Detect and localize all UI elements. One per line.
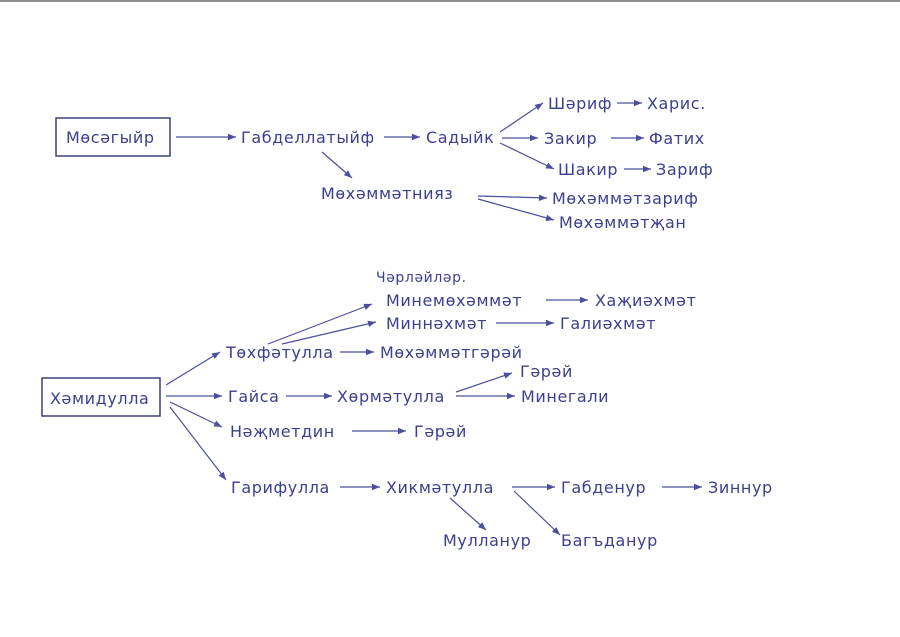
arrowhead-nazhmetdin-garay2 — [398, 427, 406, 435]
node-tohfatulla: Төхфәтулла — [225, 343, 334, 362]
arrowhead-mohammatniyaz-mohammatzarif — [538, 194, 547, 201]
arrowhead-sadyyk-shakir — [545, 162, 554, 169]
node-mohammatgaray: Мөхәммәтгәрәй — [380, 343, 523, 362]
arrowhead-tohfatulla-minnahmat — [367, 320, 376, 327]
node-zakir: Закир — [544, 129, 597, 148]
edge-hikmatulla-bagdanur — [513, 490, 561, 536]
edge-mohammatniyaz-mohammatzhan — [477, 198, 555, 221]
edge-hikmatulla-mullanur — [449, 497, 487, 531]
root-box-mosagyyr — [55, 117, 171, 157]
edge-hormatulla-garay1 — [455, 372, 513, 393]
arrowhead-sharif-haris — [634, 99, 642, 107]
edge-mohammatniyaz-mohammatzarif — [477, 195, 548, 199]
arrowhead-tohfatulla-minemohammat — [363, 303, 372, 310]
edge-hamidulla-garifulla — [169, 406, 227, 481]
node-minnahmat: Миннәхмәт — [386, 314, 487, 333]
node-garay1: Гәрәй — [520, 362, 573, 381]
node-mohammatzarif: Мөхәммәтзариф — [552, 189, 699, 208]
node-nazhmetdin: Нәҗметдин — [230, 422, 335, 441]
arrowhead-hikmatulla-gabdenur — [547, 483, 555, 491]
arrowhead-sadyyk-zakir — [530, 134, 538, 142]
arrowhead-gabdellatyyf-sadyyk — [412, 133, 420, 141]
node-gabdenur: Габденур — [561, 478, 646, 497]
arrowhead-hormatulla-garay1 — [503, 372, 512, 379]
node-zarif: Зариф — [656, 160, 713, 179]
edge-hamidulla-nazhmetdin — [169, 401, 223, 428]
arrowhead-shakir-zarif — [643, 165, 651, 173]
arrowhead-tohfatulla-mohammatgaray — [366, 348, 374, 356]
node-mohammatzhan: Мөхәммәтҗан — [559, 213, 687, 232]
arrowhead-hikmatulla-mullanur — [477, 522, 486, 530]
node-sharif: Шәриф — [548, 94, 612, 113]
arrowhead-hamidulla-garifulla — [218, 471, 226, 480]
arrowhead-gabdenur-zinnur — [694, 483, 702, 491]
arrowhead-hikmatulla-bagdanur — [552, 527, 560, 535]
node-minemohammat: Минемөхәммәт — [386, 291, 522, 310]
node-minegali: Минегали — [521, 387, 609, 406]
arrowhead-mosagyyr-gabdellatyyf — [228, 133, 236, 141]
edge-sadyyk-shakir — [499, 142, 555, 170]
root-box-hamidulla — [41, 377, 161, 417]
node-hormatulla: Хөрмәтулла — [337, 387, 445, 406]
node-shakir: Шакир — [558, 160, 618, 179]
node-gabdellatyyf: Габделлатыйф — [241, 128, 375, 147]
arrowhead-hamidulla-tohfatulla — [211, 352, 220, 359]
arrowhead-gaisa-hormatulla — [324, 392, 332, 400]
edge-hamidulla-tohfatulla — [165, 351, 221, 386]
arrowhead-minnahmat-galiahmat — [546, 319, 554, 327]
node-fatih: Фатих — [649, 129, 705, 148]
arrowhead-hormatulla-minegali — [507, 392, 515, 400]
arrowhead-minemohammat-hazhiahmat — [580, 296, 588, 304]
arrowhead-hamidulla-gaisa — [214, 392, 222, 400]
node-hazhiahmat: Хаҗиәхмәт — [595, 291, 697, 310]
arrowheads — [211, 99, 702, 535]
node-hikmatulla: Хикмәтулла — [386, 478, 494, 497]
node-hamidulla: Хәмидулла — [50, 389, 149, 408]
arrowhead-garifulla-hikmatulla — [372, 483, 380, 491]
arrowhead-zakir-fatih — [636, 134, 644, 142]
node-zinnur: Зиннур — [708, 478, 773, 497]
node-mohammatniyaz: Мөхәммәтнияз — [321, 184, 453, 203]
edge-tohfatulla-minemohammat — [267, 303, 373, 345]
edge-tohfatulla-minnahmat — [281, 321, 377, 345]
node-gaisa: Гайса — [228, 387, 280, 406]
node-bagdanur: Багъданур — [561, 531, 658, 550]
arrowhead-sadyyk-sharif — [534, 103, 543, 111]
node-sadyyk: Садыйк — [426, 128, 494, 147]
node-galiahmat: Галиәхмәт — [560, 314, 656, 333]
edge-sadyyk-sharif — [499, 102, 544, 133]
node-charlaylar: Чәрләйләр. — [376, 270, 467, 286]
node-haris: Харис. — [647, 94, 706, 113]
node-mosagyyr: Мөсәгыйр — [66, 128, 155, 147]
arrowhead-gabdellatyyf-mohammatniyaz — [343, 170, 352, 178]
node-mullanur: Мулланур — [443, 531, 531, 550]
node-garifulla: Гарифулла — [231, 478, 330, 497]
node-garay2: Гәрәй — [414, 422, 467, 441]
arrowhead-mohammatniyaz-mohammatzhan — [545, 214, 554, 221]
arrowhead-hamidulla-nazhmetdin — [213, 420, 222, 427]
